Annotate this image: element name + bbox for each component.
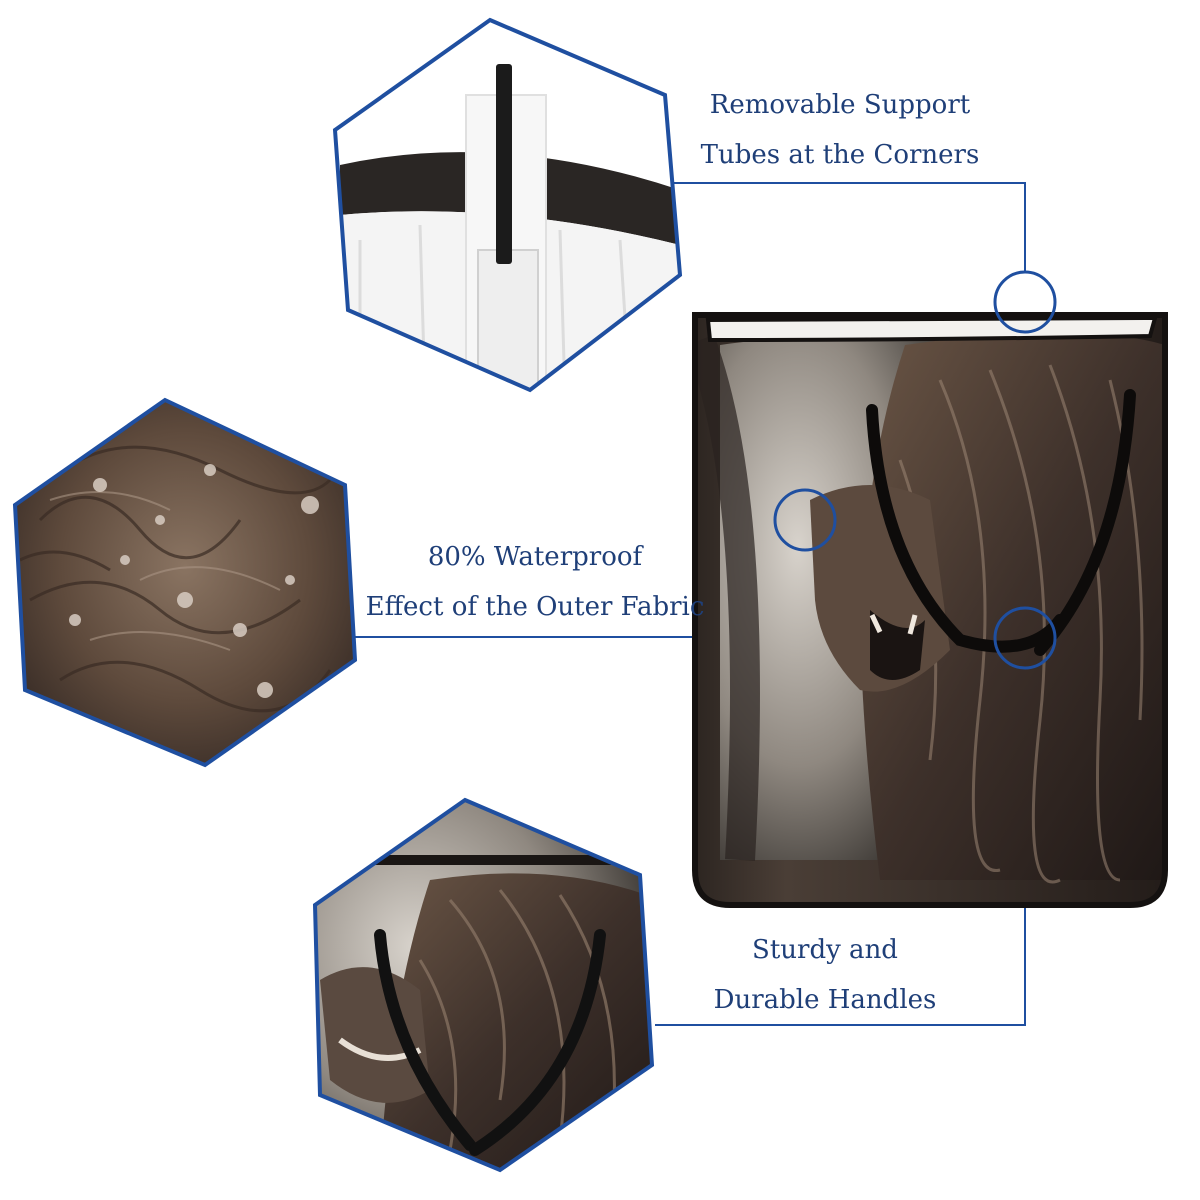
callout-support-tubes-line2: Tubes at the Corners	[700, 140, 980, 170]
callout-support-tubes: Removable Support Tubes at the Corners	[690, 80, 990, 180]
magnifier-circle-support-tubes	[993, 270, 1057, 334]
callout-handles: Sturdy and Durable Handles	[690, 925, 960, 1025]
magnifier-circle-waterproof	[773, 488, 837, 552]
callout-waterproof-line2: Effect of the Outer Fabric	[365, 592, 705, 622]
magnifier-circles	[773, 270, 1057, 670]
laundry-basket-lion-print	[692, 312, 1168, 908]
hexagon-detail-fabric-water-drops	[12, 397, 358, 768]
hexagon-detail-handle	[312, 797, 655, 1173]
magnifier-circle-handles	[993, 606, 1057, 670]
callout-handles-line1: Sturdy and	[752, 935, 898, 965]
hexagon-detail-support-tube	[332, 17, 683, 393]
callout-support-tubes-line1: Removable Support	[709, 90, 971, 120]
connector-support-tubes	[668, 182, 1026, 272]
callout-waterproof: 80% Waterproof Effect of the Outer Fabri…	[355, 532, 715, 632]
callout-waterproof-line1: 80% Waterproof	[427, 542, 643, 572]
callout-handles-line2: Durable Handles	[713, 985, 937, 1015]
